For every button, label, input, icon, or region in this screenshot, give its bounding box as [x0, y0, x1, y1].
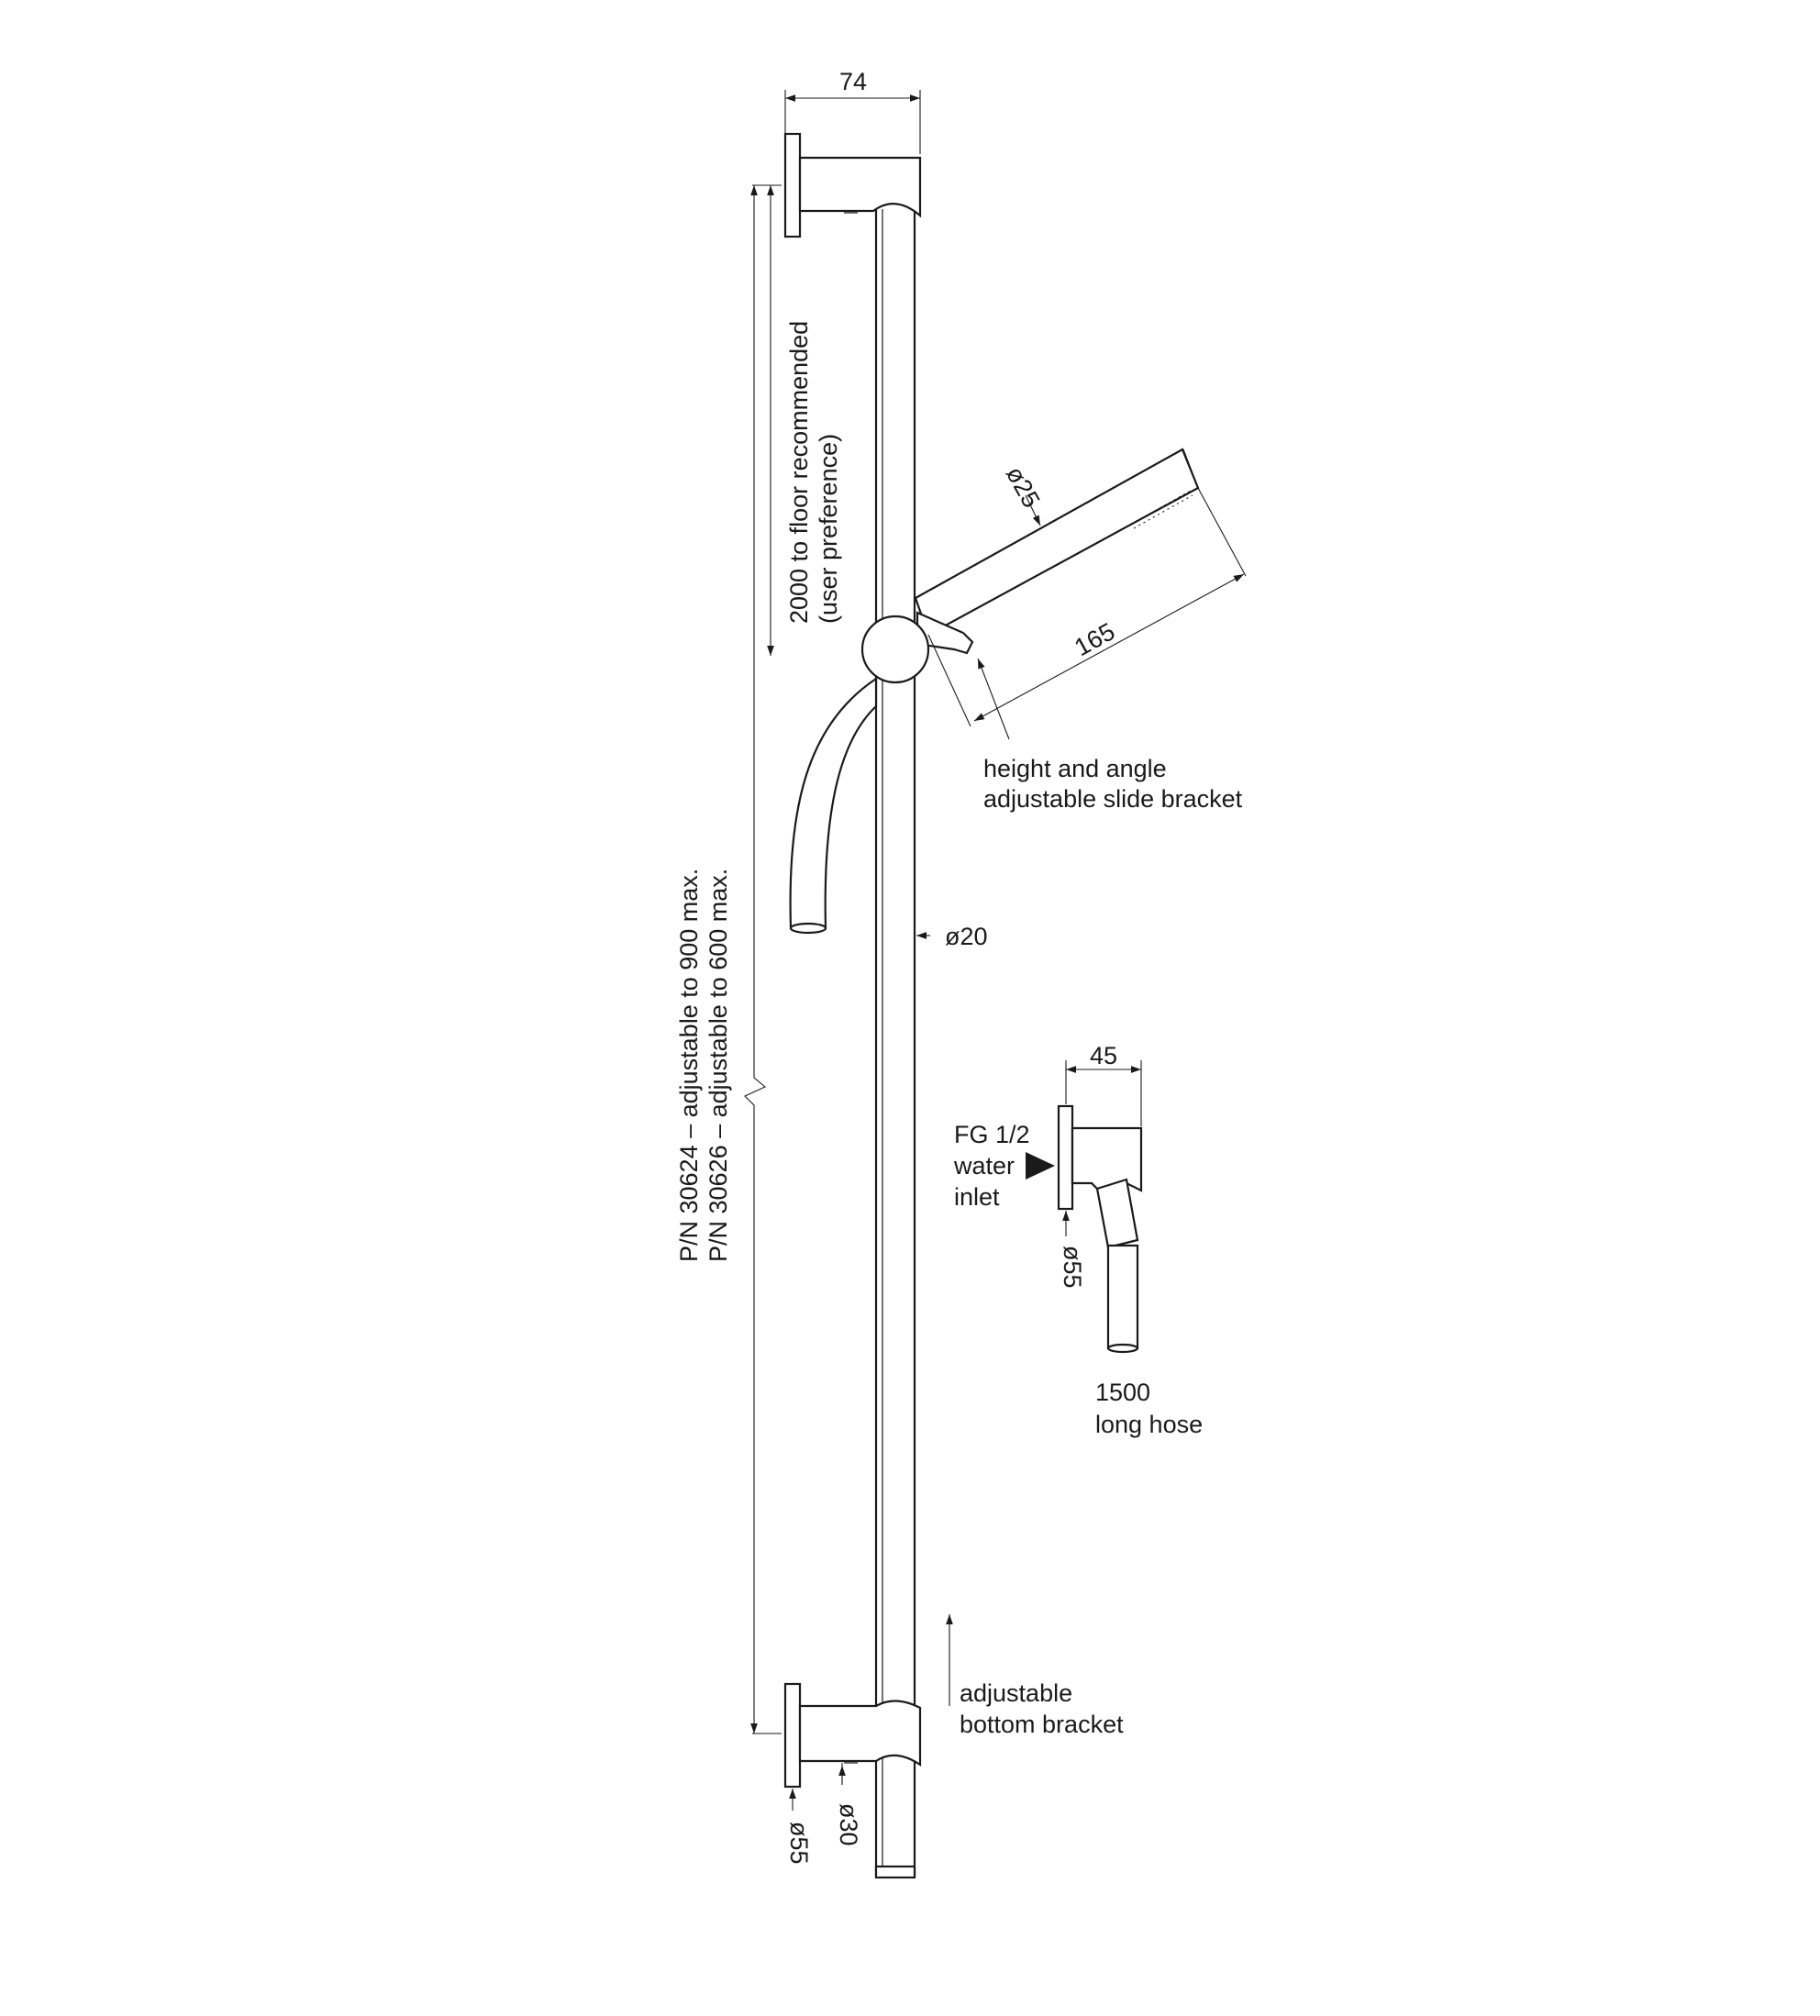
outlet-wall-flange — [1057, 1104, 1074, 1211]
wall-outlet — [1057, 1104, 1143, 1354]
handset-diameter-label: ø25 — [1001, 461, 1046, 512]
inlet-label-3: inlet — [954, 1183, 1000, 1211]
part-number-label-2: P/N 30626 – adjustable to 600 max. — [705, 869, 732, 1262]
leader-handset-diameter — [1025, 494, 1041, 526]
rail-end-cap — [874, 1865, 916, 1879]
dim-line-rail-length — [744, 185, 767, 1734]
bottom-bracket-arm — [798, 1700, 922, 1767]
top-wall-bracket — [783, 132, 922, 238]
outlet-flange-diameter-label: ø55 — [1059, 1246, 1086, 1289]
slide-bracket-label-1: height and angle — [983, 755, 1167, 782]
outlet-projection-label: 45 — [1090, 1042, 1117, 1069]
floor-height-label-1: 2000 to floor recommended — [785, 321, 813, 624]
handset-length-label: 165 — [1070, 617, 1119, 661]
floor-height-label-2: (user preference) — [815, 434, 842, 624]
bottom-bracket-diameter-label: ø30 — [835, 1803, 862, 1846]
outlet-hose-nut — [1095, 1178, 1139, 1249]
annotations: 74 2000 to floor recommended (user prefe… — [675, 68, 1243, 1865]
shower-hose — [789, 676, 878, 935]
top-bracket-arm — [798, 156, 922, 218]
inlet-label-1: FG 1/2 — [954, 1121, 1030, 1148]
slide-bracket — [860, 611, 974, 684]
top-wall-flange — [783, 132, 802, 238]
dim-line-165 — [973, 573, 1245, 722]
inlet-label-2: water — [953, 1152, 1015, 1180]
water-inlet-arrow — [1026, 1152, 1055, 1180]
bottom-bracket-label-2: bottom bracket — [960, 1711, 1124, 1738]
bottom-flange-diameter-label: ø55 — [785, 1822, 813, 1865]
hose-body — [789, 676, 878, 930]
spray-nozzles — [1129, 489, 1193, 529]
dimension-lines — [744, 90, 1247, 1811]
slide-bracket-label-2: adjustable slide bracket — [983, 785, 1243, 813]
part-number-label-1: P/N 30624 – adjustable to 900 max. — [675, 869, 703, 1262]
bottom-wall-bracket — [783, 1682, 922, 1789]
hand-shower — [914, 448, 1200, 637]
rail-diameter-label: ø20 — [945, 923, 988, 950]
slide-bracket-hub — [860, 615, 930, 684]
leader-slide-bracket — [977, 658, 1010, 740]
outlet-elbow — [1071, 1126, 1143, 1192]
handset-body — [914, 448, 1200, 637]
rail-tube — [874, 195, 916, 1878]
hose-label-1: 1500 — [1095, 1379, 1150, 1406]
hose-label-2: long hose — [1095, 1411, 1203, 1438]
slide-rail — [874, 195, 916, 1879]
bottom-bracket-label-1: adjustable — [960, 1679, 1072, 1707]
dim-74-label: 74 — [839, 68, 867, 95]
outlet-hose — [1106, 1244, 1139, 1350]
bottom-wall-flange — [783, 1682, 802, 1789]
